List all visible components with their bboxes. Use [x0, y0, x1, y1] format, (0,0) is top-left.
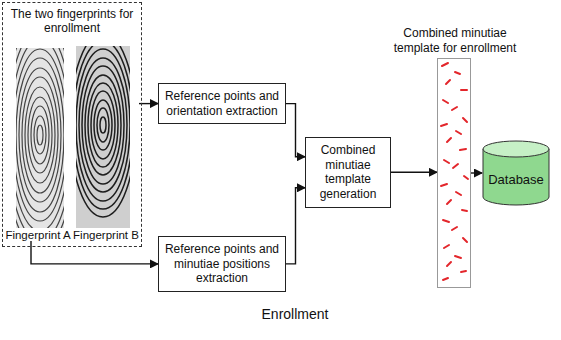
fingerprint-image — [16, 48, 64, 228]
template-panel: Combined minutiae template for enrollmen… — [437, 58, 471, 288]
panel-heading: Combined minutiae template for enrollmen… — [390, 26, 520, 55]
section-label: Enrollment — [220, 306, 370, 322]
fingerprint-a: Fingerprint A — [5, 45, 71, 241]
process-box: Reference points and orientation extract… — [158, 83, 286, 124]
node-text: Reference points and orientation extract… — [164, 89, 280, 118]
minutiae-marks — [441, 63, 468, 280]
arrow-connector — [31, 241, 158, 264]
group-title: The two fingerprints for enrollment — [3, 3, 141, 36]
node-text: Database — [488, 172, 544, 187]
process-box: Combined minutiae template generation — [305, 137, 391, 208]
arrow-connector — [286, 104, 305, 157]
database-cylinder: Database — [482, 140, 550, 206]
fingerprint-b: Fingerprint B — [73, 45, 139, 241]
enrollment-group: The two fingerprints for enrollmentFinge… — [2, 2, 142, 247]
arrow-connector — [286, 188, 305, 264]
template-ground — [437, 58, 471, 288]
fingerprint-image — [76, 46, 130, 228]
arrow-connector — [471, 172, 482, 173]
node-text: Fingerprint A — [5, 229, 71, 241]
process-box: Reference points and minutiae positions … — [158, 236, 286, 292]
node-text: Reference points and minutiae positions … — [164, 242, 280, 286]
node-text: Fingerprint B — [73, 229, 139, 241]
arrow-connector — [391, 172, 437, 173]
node-text: Combined minutiae template generation — [311, 143, 385, 202]
